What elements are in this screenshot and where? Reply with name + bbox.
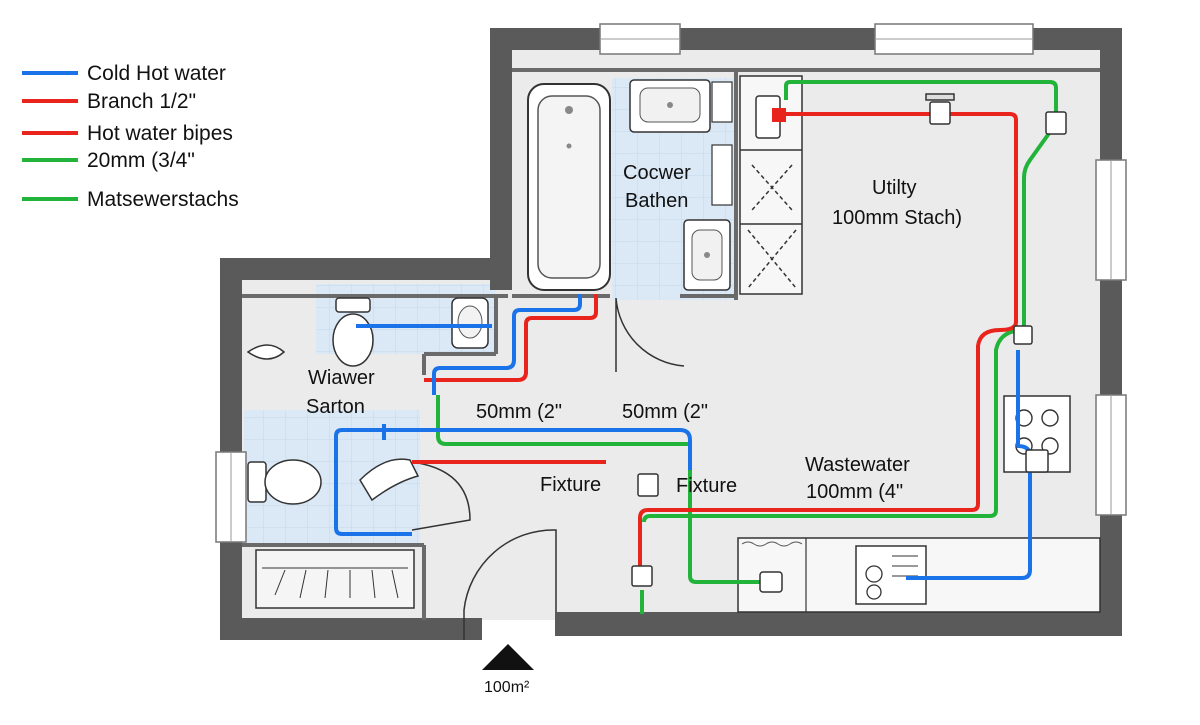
fixture-label-a: Fixture bbox=[540, 474, 601, 496]
legend: Cold Hot water Branch 1/2" Hot water bip… bbox=[22, 62, 239, 211]
legend-item-branch: Branch 1/2" bbox=[22, 90, 196, 113]
bath-sink-top bbox=[629, 79, 711, 133]
window-lines bbox=[230, 38, 1112, 542]
room-label-bath-line1: Cocwer bbox=[623, 162, 691, 184]
room-label-washroom-line2: Sarton bbox=[306, 396, 365, 418]
legend-item-sewer: Matsewerstachs bbox=[22, 188, 239, 211]
legend-label-20mm: 20mm (3/4" bbox=[87, 149, 195, 172]
legend-label-cold: Cold Hot water bbox=[87, 62, 226, 85]
pipe-label-50mm-b: 50mm (2" bbox=[622, 401, 708, 423]
room-label-bath-line2: Bathen bbox=[625, 190, 688, 212]
toilet-upper bbox=[332, 297, 374, 367]
toilet-lower bbox=[247, 459, 322, 505]
wastewater-label: Wastewater bbox=[805, 454, 910, 476]
doors bbox=[411, 297, 685, 640]
legend-item-hot: Hot water bipes bbox=[22, 122, 233, 145]
bathtub bbox=[527, 83, 611, 291]
basin-upper bbox=[451, 297, 489, 349]
entrance-arrow-icon bbox=[482, 644, 534, 670]
storage-rack bbox=[255, 549, 415, 609]
legend-label-hot: Hot water bipes bbox=[87, 122, 233, 145]
interior-walls bbox=[242, 68, 1100, 620]
area-label: 100m² bbox=[484, 679, 530, 696]
room-label-utility: Utilty bbox=[872, 177, 916, 199]
legend-item-20mm: 20mm (3/4" bbox=[22, 149, 195, 172]
bath-sink-bottom bbox=[683, 219, 731, 291]
entrance-marker: 100m² bbox=[482, 644, 534, 696]
pipe-label-50mm-a: 50mm (2" bbox=[476, 401, 562, 423]
room-label-utility-sub: 100mm Stach) bbox=[832, 207, 962, 229]
utility-cabinets bbox=[739, 75, 803, 295]
room-label-washroom-line1: Wiawer bbox=[308, 367, 375, 389]
fixture-label-b: Fixture bbox=[676, 475, 737, 497]
fittings bbox=[631, 93, 1067, 593]
hot-pipes bbox=[412, 112, 1018, 568]
cold-pipes bbox=[334, 294, 1032, 580]
wall-bidet bbox=[246, 344, 286, 360]
legend-label-branch: Branch 1/2" bbox=[87, 90, 196, 113]
oven-hob bbox=[855, 545, 927, 605]
legend-item-cold: Cold Hot water bbox=[22, 62, 226, 85]
wastewater-size-label: 100mm (4" bbox=[806, 481, 903, 503]
shower-tray bbox=[359, 458, 420, 502]
bath-cabinet bbox=[711, 81, 733, 206]
legend-label-sewer: Matsewerstachs bbox=[87, 188, 239, 211]
